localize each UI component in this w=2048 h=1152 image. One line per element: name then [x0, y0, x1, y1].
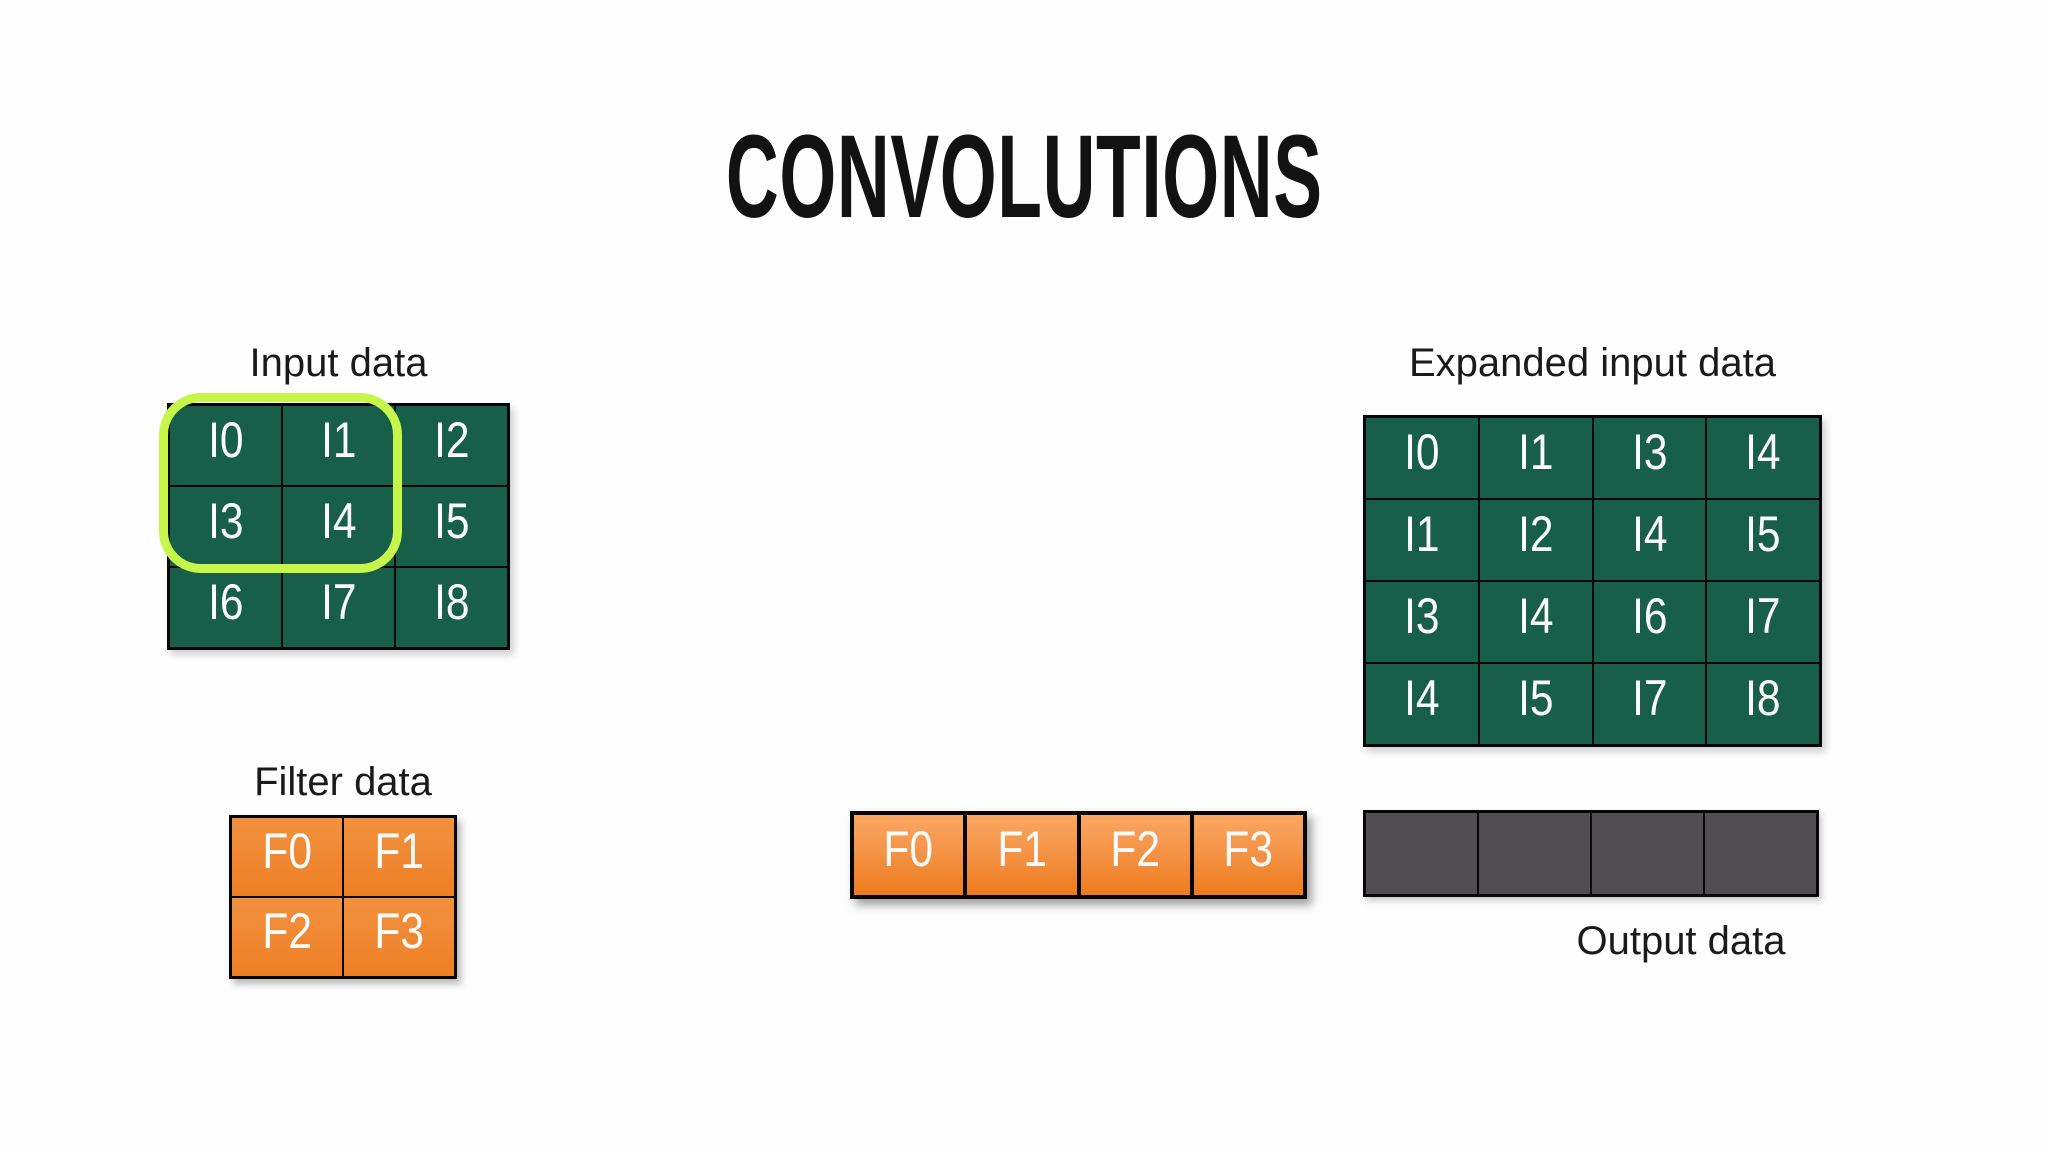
- input-cell-1-2: I5: [395, 486, 508, 567]
- input-cell-1-0-text: I3: [207, 492, 244, 549]
- expanded-cell-2-1-text: I4: [1517, 588, 1554, 644]
- filter-row-cell-1-text: F1: [997, 821, 1047, 877]
- filter-cell-1-0: F2: [231, 897, 343, 977]
- filter-data-grid: F0 F1 F2 F3: [229, 815, 457, 979]
- expanded-cell-3-3-text: I8: [1745, 670, 1781, 726]
- expanded-cell-3-0-text: I4: [1404, 670, 1440, 726]
- expanded-cell-0-2-text: I3: [1631, 424, 1668, 480]
- input-cell-0-1-text: I1: [320, 411, 357, 468]
- expanded-cell-1-3: I5: [1706, 499, 1820, 581]
- expanded-cell-0-3: I4: [1706, 417, 1820, 499]
- slide-title: CONVOLUTIONS: [0, 118, 2048, 236]
- input-cell-0-2: I2: [395, 405, 508, 486]
- output-cell-0: [1365, 812, 1478, 895]
- expanded-cell-1-2-text: I4: [1631, 506, 1668, 562]
- input-cell-0-0-text: I0: [207, 411, 244, 468]
- expanded-cell-0-0: I0: [1365, 417, 1479, 499]
- input-cell-2-0: I6: [169, 567, 282, 648]
- expanded-cell-2-0-text: I3: [1404, 588, 1440, 644]
- output-cell-3: [1704, 812, 1817, 895]
- filter-row-cell-0-text: F0: [883, 821, 934, 877]
- expanded-input-data-label: Expanded input data: [1409, 341, 1776, 385]
- input-cell-2-2-text: I8: [433, 573, 470, 630]
- input-cell-0-1: I1: [282, 405, 395, 486]
- input-data-label: Input data: [249, 341, 428, 385]
- output-data-row: [1363, 810, 1819, 897]
- input-data-grid: I0 I1 I2 I3 I4 I5 I6 I7 I8: [167, 403, 510, 650]
- expanded-cell-1-0-text: I1: [1404, 506, 1440, 562]
- flattened-filter-row: F0 F1 F2 F3: [850, 811, 1307, 899]
- input-cell-2-0-text: I6: [207, 573, 244, 630]
- expanded-cell-2-2-text: I6: [1631, 588, 1668, 644]
- output-cell-1: [1478, 812, 1591, 895]
- expanded-cell-2-3: I7: [1706, 581, 1820, 663]
- filter-cell-0-0-text: F0: [262, 823, 312, 879]
- filter-cell-1-1: F3: [343, 897, 455, 977]
- expanded-cell-3-2: I7: [1592, 663, 1707, 745]
- input-cell-1-1: I4: [282, 486, 395, 567]
- filter-cell-1-0-text: F2: [262, 903, 312, 959]
- filter-data-label: Filter data: [254, 760, 432, 804]
- expanded-cell-0-1: I1: [1478, 417, 1593, 499]
- input-cell-2-2: I8: [395, 567, 508, 648]
- expanded-cell-2-3-text: I7: [1745, 588, 1781, 644]
- filter-row-cell-2: F2: [1078, 813, 1192, 897]
- filter-row-cell-2-text: F2: [1110, 821, 1160, 877]
- expanded-cell-3-0: I4: [1365, 663, 1479, 745]
- expanded-cell-2-1: I4: [1478, 581, 1593, 663]
- expanded-cell-3-2-text: I7: [1631, 670, 1668, 726]
- expanded-cell-0-1-text: I1: [1517, 424, 1554, 480]
- filter-row-cell-3-text: F3: [1223, 821, 1274, 877]
- expanded-cell-0-0-text: I0: [1404, 424, 1440, 480]
- input-cell-1-2-text: I5: [433, 492, 470, 549]
- input-cell-0-2-text: I2: [433, 411, 470, 468]
- expanded-cell-1-1: I2: [1478, 499, 1593, 581]
- expanded-cell-2-0: I3: [1365, 581, 1479, 663]
- expanded-cell-3-1: I5: [1478, 663, 1593, 745]
- expanded-input-data-grid: I0 I1 I3 I4 I1 I2 I4 I5 I3 I4 I6 I7 I4 I…: [1363, 415, 1822, 747]
- filter-cell-1-1-text: F3: [374, 903, 424, 959]
- filter-cell-0-1: F1: [343, 817, 455, 897]
- filter-cell-0-1-text: F1: [374, 823, 424, 879]
- filter-cell-0-0: F0: [231, 817, 343, 897]
- expanded-cell-1-0: I1: [1365, 499, 1479, 581]
- expanded-cell-0-2: I3: [1592, 417, 1707, 499]
- filter-row-cell-3: F3: [1191, 813, 1305, 897]
- input-cell-2-1: I7: [282, 567, 395, 648]
- filter-row-cell-0: F0: [852, 813, 966, 897]
- expanded-cell-1-2: I4: [1592, 499, 1707, 581]
- expanded-cell-2-2: I6: [1592, 581, 1707, 663]
- slide-title-text: CONVOLUTIONS: [725, 111, 1323, 243]
- input-cell-1-0: I3: [169, 486, 282, 567]
- expanded-cell-1-3-text: I5: [1745, 506, 1781, 562]
- expanded-cell-1-1-text: I2: [1517, 506, 1554, 562]
- input-cell-2-1-text: I7: [320, 573, 357, 630]
- output-data-label: Output data: [1576, 919, 1786, 963]
- filter-row-cell-1: F1: [965, 813, 1079, 897]
- expanded-cell-3-3: I8: [1706, 663, 1820, 745]
- input-cell-0-0: I0: [169, 405, 282, 486]
- expanded-cell-0-3-text: I4: [1745, 424, 1781, 480]
- expanded-cell-3-1-text: I5: [1517, 670, 1554, 726]
- output-cell-2: [1591, 812, 1704, 895]
- input-cell-1-1-text: I4: [320, 492, 357, 549]
